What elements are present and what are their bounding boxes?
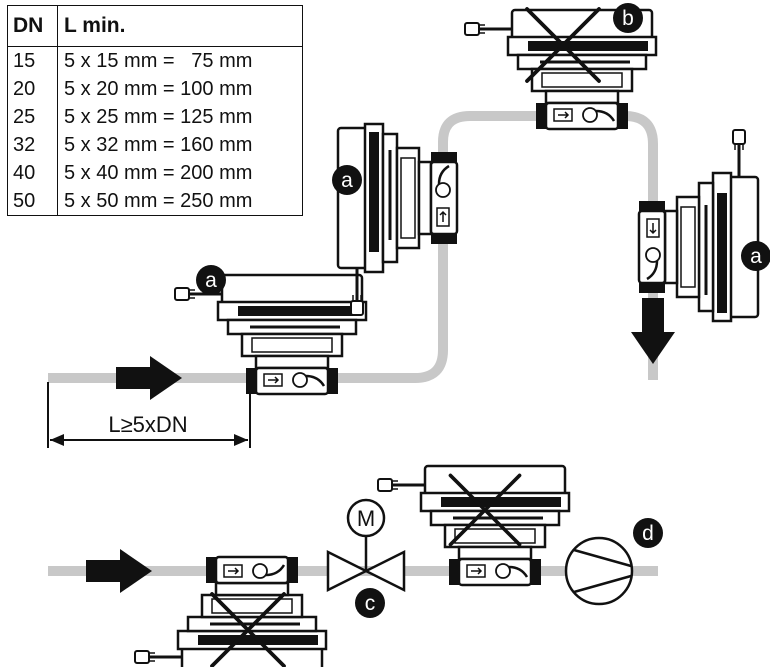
marker-a-badge: a xyxy=(196,265,226,295)
cell-lmin: 5 x 25 mm = 125 mm xyxy=(57,103,303,131)
marker-c-label: c xyxy=(365,592,376,615)
table-row: 40 5 x 40 mm = 200 mm xyxy=(7,159,303,187)
flow-arrow-icon xyxy=(631,298,675,364)
marker-a-label: a xyxy=(750,245,762,268)
straight-length-dimension: L≥5xDN xyxy=(47,382,251,448)
table-row: 32 5 x 32 mm = 160 mm xyxy=(7,131,303,159)
marker-d-label: d xyxy=(642,522,654,545)
marker-c-badge: c xyxy=(355,588,385,618)
cell-dn: 32 xyxy=(7,131,58,159)
motor-symbol: M xyxy=(357,506,375,531)
marker-b-badge: b xyxy=(613,3,643,33)
pump-icon xyxy=(564,536,634,606)
table-header-row: DN L min. xyxy=(7,5,303,47)
cell-dn: 20 xyxy=(7,75,58,103)
table-row: 25 5 x 25 mm = 125 mm xyxy=(7,103,303,131)
marker-a-label: a xyxy=(205,269,217,292)
dimension-label: L≥5xDN xyxy=(108,412,187,437)
min-length-table: DN L min. 15 5 x 15 mm = 75 mm 20 5 x 20… xyxy=(7,5,303,216)
marker-d-badge: d xyxy=(633,518,663,548)
cell-lmin: 5 x 20 mm = 100 mm xyxy=(57,75,303,103)
cell-lmin: 5 x 50 mm = 250 mm xyxy=(57,187,303,216)
cell-dn: 40 xyxy=(7,159,58,187)
upper-pipe xyxy=(48,111,658,383)
header-lmin: L min. xyxy=(57,5,303,47)
table-row: 50 5 x 50 mm = 250 mm xyxy=(7,187,303,216)
marker-a-badge: a xyxy=(332,165,362,195)
flow-arrow-icon xyxy=(86,549,152,593)
marker-b-label: b xyxy=(622,7,634,30)
cell-lmin: 5 x 15 mm = 75 mm xyxy=(57,46,303,75)
marker-a-label: a xyxy=(341,169,353,192)
cell-lmin: 5 x 32 mm = 160 mm xyxy=(57,131,303,159)
marker-a-badge: a xyxy=(741,241,770,271)
header-dn: DN xyxy=(7,5,58,47)
table-row: 20 5 x 20 mm = 100 mm xyxy=(7,75,303,103)
table-row: 15 5 x 15 mm = 75 mm xyxy=(7,46,303,75)
cell-dn: 50 xyxy=(7,187,58,216)
flow-arrow-icon xyxy=(116,356,182,400)
cell-dn: 15 xyxy=(7,46,58,75)
cell-dn: 25 xyxy=(7,103,58,131)
motorized-valve-icon: M xyxy=(326,498,406,593)
cell-lmin: 5 x 40 mm = 200 mm xyxy=(57,159,303,187)
